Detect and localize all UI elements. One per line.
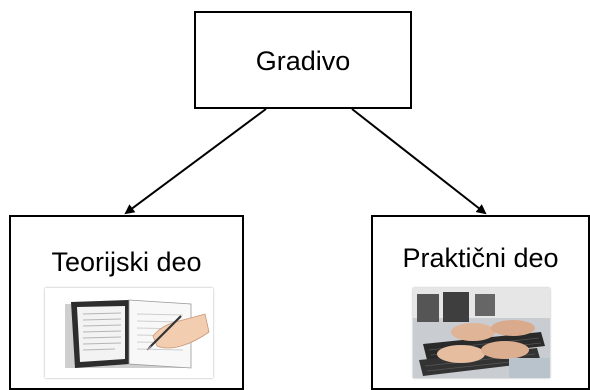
- arrow-to-teorijski: [124, 108, 267, 215]
- child-node-label: Praktični deo: [402, 243, 559, 273]
- child-node-prakticni: Praktični deo: [371, 215, 590, 390]
- typing-hands-image: [413, 288, 550, 378]
- tablet-writing-image: [45, 288, 213, 378]
- arrow-to-prakticni: [351, 108, 487, 215]
- child-node-teorijski: Teorijski deo: [9, 215, 244, 390]
- child-node-label: Teorijski deo: [51, 247, 202, 277]
- root-node-gradivo: Gradivo: [194, 11, 412, 109]
- root-node-label: Gradivo: [255, 46, 351, 76]
